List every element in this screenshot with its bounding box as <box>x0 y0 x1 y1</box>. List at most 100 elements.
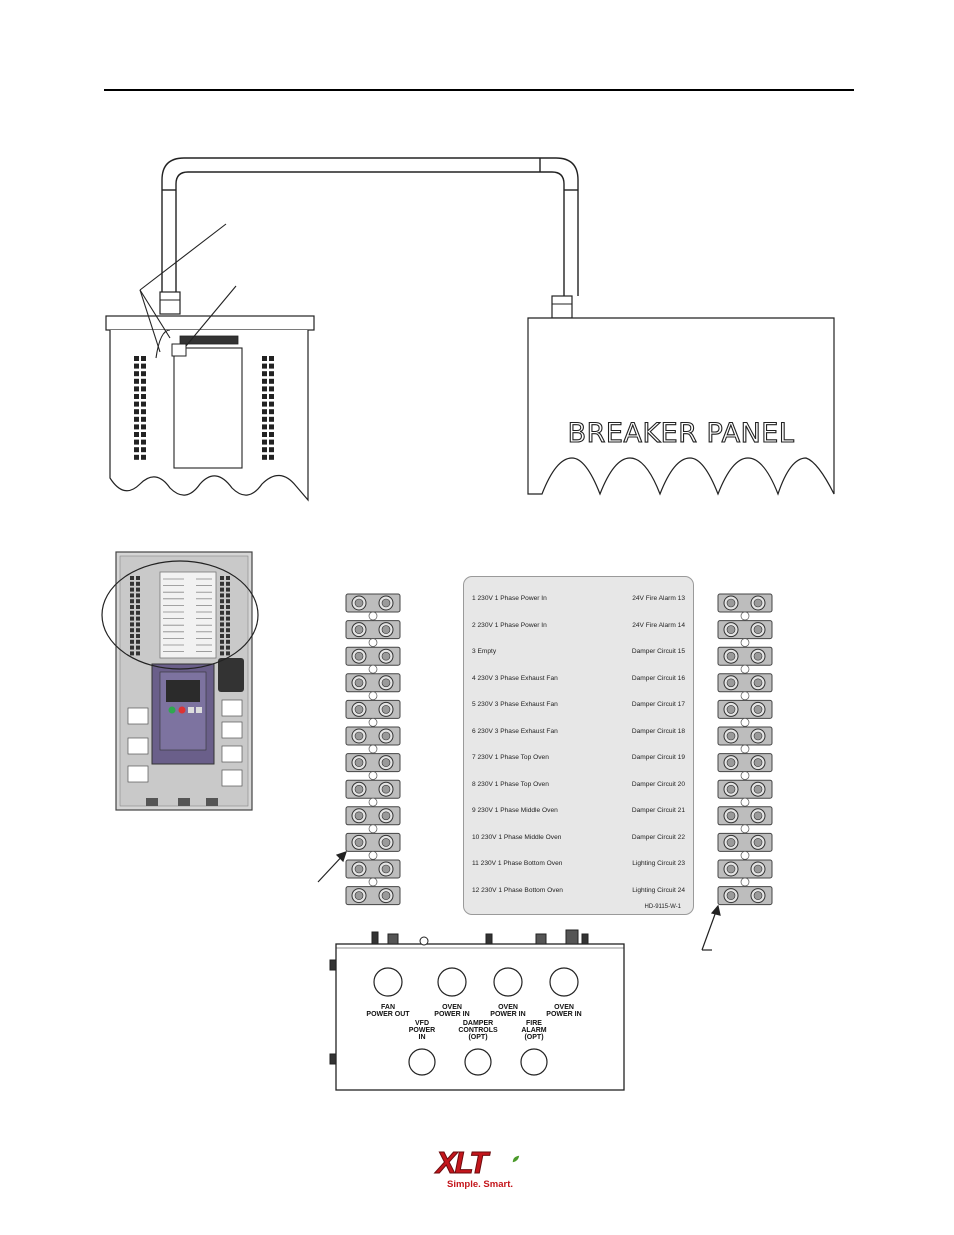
side-terminal <box>141 432 146 437</box>
terminal-block <box>345 753 401 780</box>
side-terminal <box>269 432 274 437</box>
front-terminal <box>136 651 140 656</box>
front-terminal <box>226 645 230 650</box>
callout-lines <box>139 223 237 359</box>
front-terminal <box>136 593 140 598</box>
breaker-panel <box>527 317 835 496</box>
legend-left-label: 3 Empty <box>472 648 497 655</box>
side-terminal <box>141 356 146 361</box>
side-terminal <box>262 416 267 422</box>
legend-right-label: Damper Circuit 15 <box>631 648 685 655</box>
side-terminal <box>262 371 267 377</box>
port-circle <box>408 1048 436 1076</box>
side-terminal <box>269 401 274 407</box>
side-terminal <box>134 409 139 415</box>
legend-left-label: 11 230V 1 Phase Bottom Oven <box>472 860 563 867</box>
terminal-block <box>345 832 401 860</box>
front-terminal <box>220 610 224 615</box>
front-terminal <box>220 651 224 656</box>
side-terminal <box>262 409 267 415</box>
port-label-line: POWER OUT <box>366 1011 410 1018</box>
front-terminal <box>136 628 140 633</box>
right-conduit-fitting <box>551 295 573 319</box>
side-terminal <box>141 454 146 460</box>
side-terminal <box>134 447 139 453</box>
side-terminal <box>269 378 274 384</box>
front-terminal <box>130 622 134 627</box>
side-terminal <box>262 424 267 430</box>
legend-left-label: 2 230V 1 Phase Power In <box>472 621 547 629</box>
side-terminal <box>269 371 274 377</box>
port-circle <box>520 1048 548 1076</box>
logo-tagline: Simple. Smart. <box>447 1179 513 1190</box>
front-terminal <box>130 634 134 638</box>
front-bottom-fittings <box>146 798 218 806</box>
front-terminal <box>226 587 230 592</box>
terminal-strip-right <box>717 593 773 906</box>
terminal-block <box>717 620 773 647</box>
legend-left-label: 5 230V 3 Phase Exhaust Fan <box>472 701 558 708</box>
terminal-block <box>345 726 401 754</box>
side-terminal <box>262 454 267 460</box>
front-terminal <box>220 634 224 638</box>
port-circle <box>464 1048 492 1076</box>
terminal-block <box>717 886 773 906</box>
terminal-block <box>717 593 773 621</box>
port-circle <box>493 967 523 997</box>
front-terminal <box>220 639 224 644</box>
side-terminal <box>134 432 139 437</box>
front-terminal <box>226 610 230 615</box>
front-terminal <box>220 599 224 604</box>
front-terminal <box>226 581 230 586</box>
side-terminal <box>269 363 274 369</box>
front-terminal <box>220 616 224 621</box>
front-terminal <box>136 622 140 627</box>
legend-right-label: Damper Circuit 20 <box>631 780 685 788</box>
side-terminal <box>262 394 267 399</box>
front-terminal <box>136 645 140 650</box>
side-terminal <box>262 356 267 361</box>
legend-left-label: 4 230V 3 Phase Exhaust Fan <box>472 674 558 682</box>
front-terminal <box>136 599 140 604</box>
front-terminal <box>130 610 134 615</box>
legend-right-label: Damper Circuit 16 <box>631 674 685 682</box>
side-terminal <box>134 394 139 399</box>
port-label-line: OVEN <box>498 1004 518 1011</box>
front-terminal <box>226 622 230 627</box>
legend-right-label: Damper Circuit 21 <box>631 807 685 814</box>
legend-left-label: 9 230V 1 Phase Middle Oven <box>472 807 558 814</box>
side-terminal <box>262 432 267 437</box>
port-label-line: OVEN <box>442 1004 462 1011</box>
terminal-block <box>345 859 401 887</box>
port-label-line: (OPT) <box>468 1034 488 1041</box>
side-terminal <box>134 378 139 384</box>
side-terminal <box>141 447 146 453</box>
legend-left-label: 6 230V 3 Phase Exhaust Fan <box>472 727 558 735</box>
front-terminal <box>220 587 224 592</box>
terminal-block <box>345 620 401 647</box>
side-terminal <box>269 356 274 361</box>
terminal-block <box>717 859 773 887</box>
side-terminal <box>141 401 146 407</box>
side-terminal <box>134 416 139 422</box>
legend-right-label: Damper Circuit 18 <box>631 727 685 735</box>
port-label-line: VFD <box>415 1020 429 1027</box>
side-terminal <box>141 439 146 445</box>
front-terminal <box>130 599 134 604</box>
legend-right-label: Lighting Circuit 23 <box>632 860 685 867</box>
port-label-line: ALARM <box>521 1027 547 1034</box>
terminal-strip-left <box>345 593 401 906</box>
front-terminal <box>220 593 224 598</box>
side-terminal <box>134 424 139 430</box>
logo-wordmark: XLT <box>435 1145 488 1181</box>
front-terminal <box>220 605 224 609</box>
terminal-block <box>345 593 401 621</box>
front-terminal <box>136 616 140 621</box>
